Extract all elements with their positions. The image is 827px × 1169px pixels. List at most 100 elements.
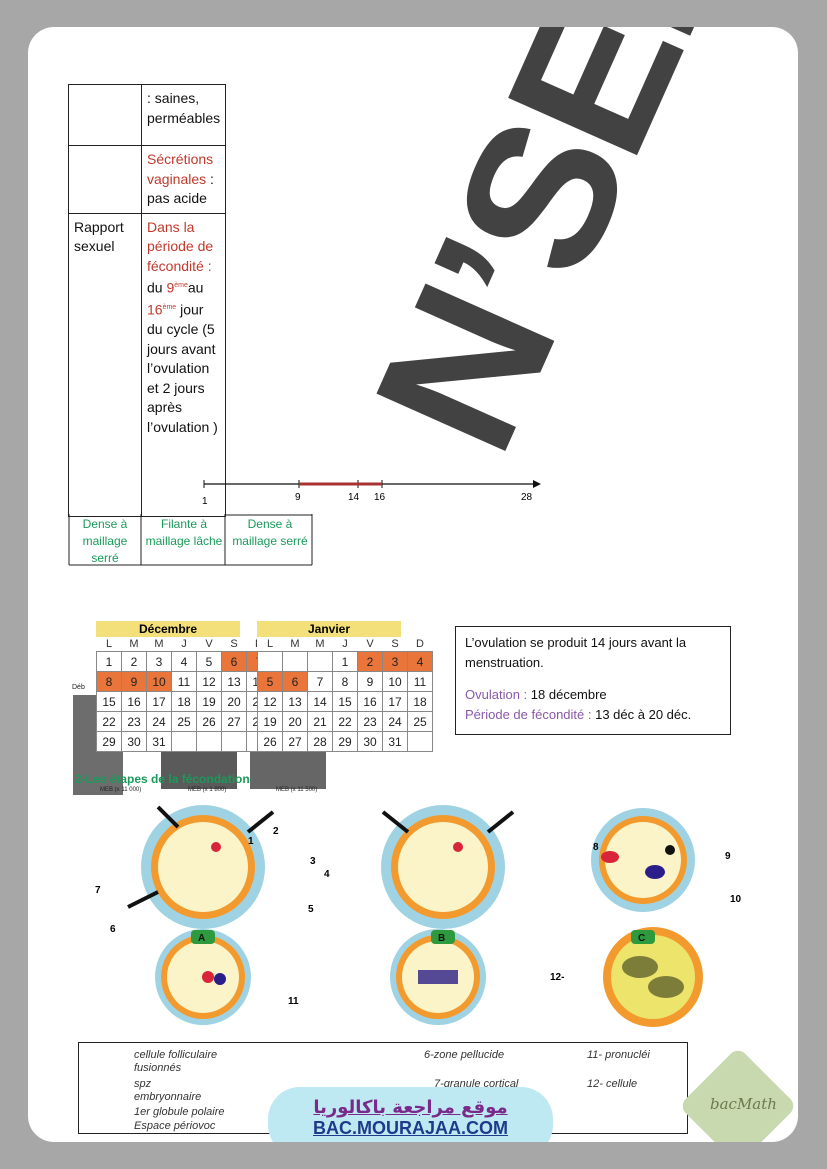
photo-label: MEB (x 11 500)	[276, 787, 318, 793]
section-title: 2-Les étapes de la fécondation	[75, 772, 250, 786]
table-cell: : saines, perméables	[140, 84, 227, 146]
diagram-number: 2	[273, 826, 279, 837]
watermark: N’SEN BR	[328, 27, 798, 483]
ovulation-box: L’ovulation se produit 14 jours avant la…	[455, 626, 731, 735]
calendar-day: 14	[307, 691, 333, 712]
calendar-day: 26	[257, 731, 283, 752]
calendar-day: 7	[307, 671, 333, 692]
glaire-cell: Dense à maillage serré	[232, 517, 308, 548]
weekday-label: S	[391, 638, 399, 650]
calendar-day: 2	[357, 651, 383, 672]
weekday-label: J	[181, 638, 187, 650]
axis-arrow	[533, 480, 541, 488]
diagram-number: 1	[248, 836, 254, 847]
calendar-day: 12	[257, 691, 283, 712]
calendar-day: 25	[171, 711, 197, 732]
calendar-day: 5	[196, 651, 222, 672]
weekday-label: V	[366, 638, 374, 650]
oocyte-d	[155, 929, 251, 1025]
ovulation-label: Ovulation :	[465, 687, 528, 702]
legend-item: fusionnés	[134, 1062, 182, 1074]
oocyte-e	[390, 929, 486, 1025]
diagram-number: 7	[95, 885, 101, 896]
fertilization-diagram: A B C D E F 1 2 3 4 5 6 7 8 9 10 11 12-	[95, 805, 742, 1027]
tick-label: 14	[348, 492, 360, 503]
panel-label: B	[438, 933, 445, 944]
calendar-day: 27	[282, 731, 308, 752]
calendar-day: 1	[332, 651, 358, 672]
weekday-label: J	[342, 638, 348, 650]
calendar-day: 20	[282, 711, 308, 732]
fecondite-label: Période de fécondité :	[465, 707, 592, 722]
weekday-label: V	[205, 638, 213, 650]
calendar-day: 30	[357, 731, 383, 752]
weekday-label: M	[290, 638, 300, 650]
ovulation-value: 18 décembre	[530, 687, 607, 702]
calendar-day	[307, 651, 333, 672]
table-cell: Dans la période de fécondité : du 9èmeau…	[140, 212, 227, 517]
calendar-day: 16	[357, 691, 383, 712]
panel-label: C	[638, 933, 645, 944]
calendar-day: 25	[407, 711, 433, 732]
spermatozoid	[156, 805, 180, 829]
ovulation-rule: L’ovulation se produit 14 jours avant la…	[465, 635, 687, 670]
calendar-day: 13	[282, 691, 308, 712]
calendar-day: 17	[146, 691, 172, 712]
calendar-day	[221, 731, 247, 752]
cell-text: : saines, perméables	[147, 90, 221, 126]
legend-item: 1er globule polaire	[134, 1106, 225, 1118]
calendar-day: 8	[332, 671, 358, 692]
oocyte-b	[381, 805, 515, 929]
fecondite-label: Dans la période de fécondité :	[147, 218, 214, 274]
spermatozoid	[381, 810, 410, 834]
calendar-day: 26	[196, 711, 222, 732]
cell-text: du	[147, 279, 163, 296]
calendar-day	[407, 731, 433, 752]
calendar-day: 6	[282, 671, 308, 692]
calendar-day: 17	[382, 691, 408, 712]
calendar-day: 10	[382, 671, 408, 692]
cycle-axis: 1 9 14 16 28	[202, 480, 541, 507]
glaire-cell: Filante à maillage lâche	[145, 517, 223, 548]
calendar-day: 11	[171, 671, 197, 692]
secretions-label: Sécrétions vaginales	[147, 151, 214, 187]
calendar-day: 15	[96, 691, 122, 712]
fecondite-line: Période de fécondité : 13 déc à 20 déc.	[465, 705, 721, 725]
spermatozoid	[486, 810, 515, 834]
diagram-number: 8	[593, 842, 599, 853]
badge-arabic: موقع مراجعة باكالوريا	[313, 1097, 508, 1118]
weekday-label: M	[154, 638, 164, 650]
tick-label: 9	[295, 492, 301, 503]
oocyte-f	[603, 927, 703, 1027]
site-badge[interactable]: موقع مراجعة باكالوريا BAC.MOURAJAA.COM	[268, 1087, 553, 1142]
badge-url[interactable]: BAC.MOURAJAA.COM	[313, 1118, 508, 1138]
rapport-sexuel-label: Rapport sexuel	[74, 218, 124, 255]
legend-item: 11- pronucléi	[587, 1049, 650, 1061]
calendar-day: 22	[96, 711, 122, 732]
calendar-day: 19	[257, 711, 283, 732]
oocyte-a	[127, 805, 275, 929]
diagram-number: 6	[110, 924, 116, 935]
panel-label: A	[198, 933, 205, 944]
tick-label: 16	[374, 492, 386, 503]
calendar-day: 4	[171, 651, 197, 672]
calendar-day: 4	[407, 651, 433, 672]
calendar-day: 24	[146, 711, 172, 732]
calendar-day: 28	[307, 731, 333, 752]
calendar-day: 30	[121, 731, 147, 752]
diagram-number: 10	[730, 894, 742, 905]
glaire-cell: Dense à maillage serré	[82, 517, 128, 565]
diagram-number: 11	[288, 996, 299, 1007]
document-page: : saines, perméables Sécrétions vaginale…	[28, 27, 798, 1142]
calendar-day: 29	[96, 731, 122, 752]
calendar-day: 6	[221, 651, 247, 672]
calendar-day: 13	[221, 671, 247, 692]
calendar-day	[171, 731, 197, 752]
photo-label: MEB (x 11 000)	[100, 787, 142, 793]
tick-label: 28	[521, 492, 533, 503]
